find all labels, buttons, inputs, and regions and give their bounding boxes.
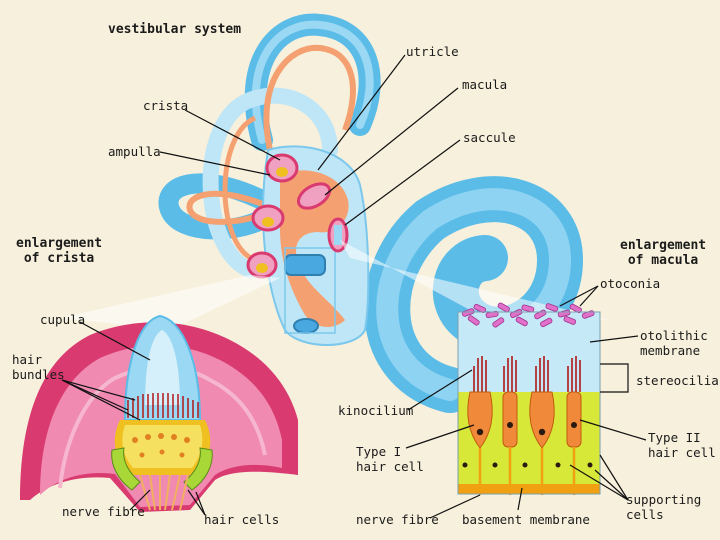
saccule-label: saccule — [463, 130, 516, 145]
stereocilia-label: stereocilia — [636, 373, 719, 388]
enlargement-of-crista-label: enlargement of crista — [16, 236, 103, 266]
otolithic-membrane-label: otolithic membrane — [640, 328, 708, 358]
ampulla-label: ampulla — [108, 144, 161, 159]
leader-lines — [61, 54, 647, 519]
utricle-label: utricle — [406, 44, 459, 59]
type-i-hair-cell-label: Type I hair cell — [356, 444, 424, 474]
vestibule — [262, 145, 370, 346]
basement-membrane-label: basement membrane — [462, 512, 590, 527]
kinocilium-label: kinocilium — [338, 403, 414, 418]
hair-cells-label: hair cells — [204, 512, 280, 527]
macula-enlargement — [457, 302, 601, 495]
otoconia-label: otoconia — [600, 276, 661, 291]
macula-zoom-beam — [340, 240, 610, 320]
macula-label: macula — [462, 77, 508, 92]
hair-bundles-label: hair bundles — [12, 352, 65, 382]
vestibular-system-label: vestibular system — [108, 22, 242, 37]
ampullae — [246, 153, 349, 279]
nerve-fibre-right-label: nerve fibre — [356, 512, 439, 527]
crista-enlargement — [20, 314, 298, 512]
semicircular-canals — [158, 13, 381, 278]
supporting-cells-label: supporting cells — [626, 492, 702, 522]
cupula-label: cupula — [40, 312, 86, 327]
crista-label: crista — [143, 98, 189, 113]
type-ii-hair-cell-label: Type II hair cell — [648, 430, 716, 460]
enlargement-of-macula-label: enlargement of macula — [620, 238, 707, 268]
nerve-fibre-left-label: nerve fibre — [62, 504, 145, 519]
crista-zoom-beam — [60, 275, 280, 330]
